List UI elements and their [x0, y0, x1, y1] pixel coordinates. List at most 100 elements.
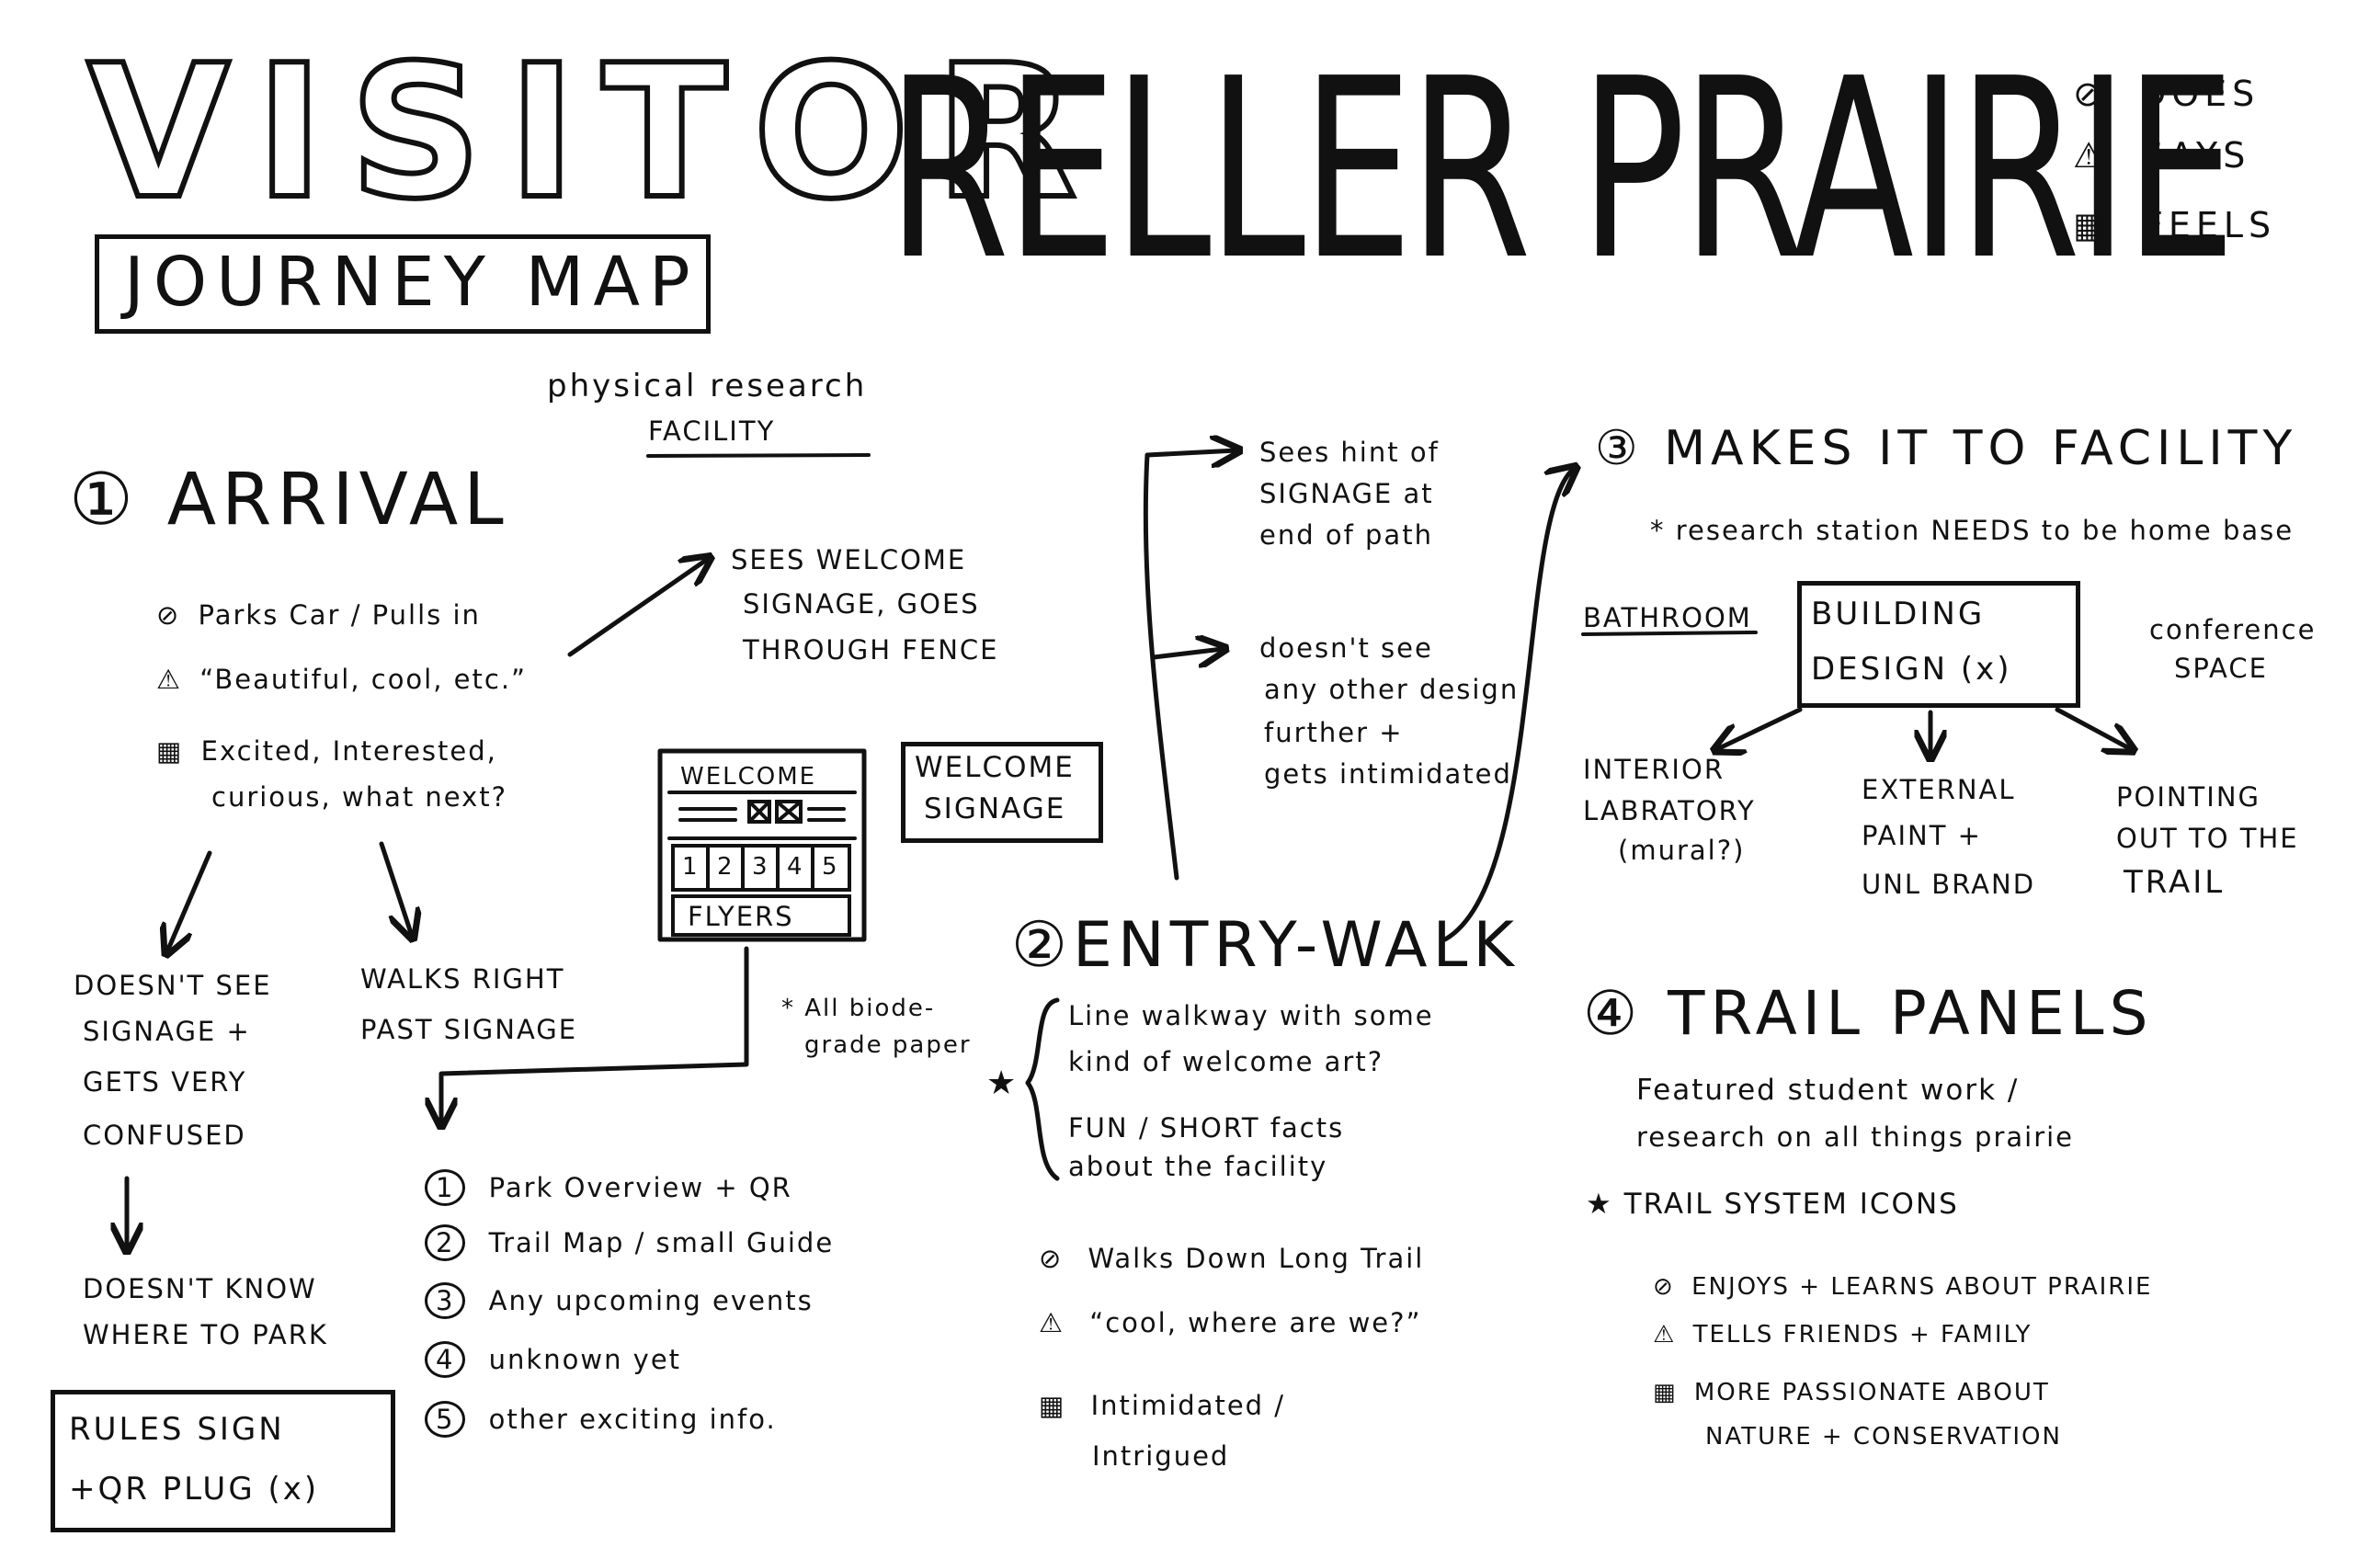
- doesnt-see-line1: DOESN'T SEE: [74, 970, 272, 1001]
- flyer-number-2: 2: [425, 1224, 466, 1261]
- welcome-signage-line2: SIGNAGE: [924, 792, 1066, 825]
- sees-welcome-line2: SIGNAGE, GOES: [743, 588, 980, 620]
- arrival-feels: ▦ Excited, Interested,: [156, 735, 497, 767]
- hint-line2: SIGNAGE at: [1259, 478, 1434, 509]
- featured-line1: Featured student work /: [1636, 1074, 2020, 1107]
- entry-feels-line1: Intimidated /: [1090, 1390, 1286, 1421]
- legend-feels-label: FEELS: [2143, 205, 2277, 245]
- arrow-to-doesnt-see: [167, 850, 212, 951]
- walks-past-line1: WALKS RIGHT: [360, 963, 565, 995]
- bathroom-underline: [1581, 631, 1758, 636]
- pointing-line2: OUT TO THE: [2116, 823, 2299, 854]
- paper-note-line1: * All biode-: [781, 995, 936, 1022]
- pointing-line3: TRAIL: [2124, 864, 2226, 901]
- legend-does: ⊘ DOES: [2073, 74, 2260, 114]
- signage-sketch-lines: [678, 807, 846, 822]
- arrow-to-no-design: [1151, 649, 1223, 657]
- entry-does: ⊘ Walks Down Long Trail: [1039, 1243, 1424, 1274]
- physical-research-note: physical research: [547, 368, 868, 404]
- arrow-to-interior: [1717, 707, 1803, 749]
- pointing-line1: POINTING: [2116, 781, 2260, 813]
- entry-does-text: Walks Down Long Trail: [1088, 1243, 1425, 1274]
- signage-sketch-frame: [657, 748, 867, 942]
- rules-sign-line2: +QR PLUG (x): [69, 1471, 320, 1508]
- arrival-says-text: “Beautiful, cool, etc.”: [199, 664, 528, 695]
- does-icon: ⊘: [1039, 1243, 1064, 1274]
- flyer-number-3: 3: [425, 1282, 466, 1319]
- doesnt-see-line2: SIGNAGE +: [83, 1016, 251, 1047]
- building-design-box: [1797, 581, 2080, 708]
- sketch-number-4: 4: [787, 853, 804, 881]
- no-design-line3: further +: [1264, 717, 1404, 748]
- doesnt-know-line2: WHERE TO PARK: [83, 1319, 328, 1350]
- says-icon: ⚠: [1039, 1307, 1065, 1338]
- hint-line3: end of path: [1259, 519, 1433, 551]
- exterior-line2: PAINT +: [1862, 820, 1982, 851]
- legend-says-label: SAYS: [2141, 135, 2251, 176]
- arrow-to-sees-welcome: [567, 559, 708, 657]
- entry-walk-title: ②ENTRY-WALK: [1011, 909, 1520, 982]
- flyer-item-1: 1 Park Overview + QR: [425, 1169, 792, 1206]
- star-icon: ★: [986, 1064, 1017, 1102]
- trail-says-text: TELLS FRIENDS + FAMILY: [1692, 1321, 2033, 1348]
- no-design-line4: gets intimidated: [1264, 758, 1512, 790]
- conference-line1: conference: [2149, 614, 2317, 645]
- trail-feels: ▦ MORE PASSIONATE ABOUT: [1653, 1379, 2050, 1406]
- arrow-flyers-to-list: [441, 946, 749, 1123]
- flyer-number-5: 5: [425, 1401, 466, 1438]
- does-icon: ⊘: [1653, 1273, 1675, 1301]
- says-icon: ⚠: [2073, 135, 2111, 176]
- feels-icon: ▦: [2073, 205, 2112, 245]
- visitor-title: VISITOR: [85, 26, 1103, 240]
- trail-feels-line2: NATURE + CONSERVATION: [1705, 1423, 2062, 1451]
- flyer-item-3-text: Any upcoming events: [488, 1285, 814, 1316]
- flyer-item-2: 2 Trail Map / small Guide: [425, 1224, 835, 1261]
- sees-welcome-line1: SEES WELCOME: [731, 544, 967, 575]
- building-line1: BUILDING: [1811, 596, 1986, 632]
- legend-feels: ▦ FEELS: [2073, 205, 2276, 245]
- arrow-to-pointing: [2055, 707, 2131, 749]
- arrival-title: ① ARRIVAL: [69, 459, 509, 541]
- sketch-number-3: 3: [752, 853, 769, 881]
- sketch-flyers-label: FLYERS: [688, 901, 794, 932]
- arrival-does-text: Parks Car / Pulls in: [198, 599, 481, 631]
- journey-map-title: JOURNEY MAP: [124, 243, 700, 322]
- feels-icon: ▦: [1039, 1390, 1066, 1421]
- sketch-welcome-header: WELCOME: [680, 763, 817, 791]
- facility-note: * research station NEEDS to be home base: [1650, 515, 2295, 546]
- flyer-item-4-text: unknown yet: [488, 1344, 682, 1375]
- legend-says: ⚠ SAYS: [2073, 135, 2250, 176]
- trail-panels-title: ④ TRAIL PANELS: [1583, 978, 2154, 1049]
- trail-says: ⚠ TELLS FRIENDS + FAMILY: [1653, 1321, 2032, 1348]
- trail-feels-line1: MORE PASSIONATE ABOUT: [1693, 1379, 2050, 1406]
- interior-line2: LABRATORY: [1583, 795, 1756, 826]
- signage-sketch-qr-2: [775, 800, 803, 824]
- arrival-does: ⊘ Parks Car / Pulls in: [156, 599, 481, 631]
- feels-icon: ▦: [156, 735, 184, 767]
- ideas-brace: [1025, 997, 1060, 1181]
- exterior-line1: EXTERNAL: [1862, 774, 2016, 805]
- no-design-line2: any other design: [1264, 674, 1520, 705]
- says-icon: ⚠: [156, 664, 182, 695]
- entry-stem: [1143, 452, 1179, 881]
- flyer-item-2-text: Trail Map / small Guide: [488, 1227, 835, 1258]
- trail-does: ⊘ ENJOYS + LEARNS ABOUT PRAIRIE: [1653, 1273, 2152, 1301]
- sketch-number-2: 2: [717, 853, 734, 881]
- doesnt-see-line4: CONFUSED: [83, 1120, 246, 1151]
- sketch-number-5: 5: [822, 853, 839, 881]
- arrow-to-facility: [1442, 469, 1574, 942]
- sees-welcome-line3: THROUGH FENCE: [743, 634, 999, 666]
- featured-line2: research on all things prairie: [1636, 1121, 2075, 1153]
- arrival-feels-line1: Excited, Interested,: [200, 735, 497, 767]
- facility-underline: [646, 453, 871, 458]
- legend-does-label: DOES: [2138, 74, 2260, 114]
- exterior-line3: UNL BRAND: [1862, 869, 2036, 900]
- sketch-number-1: 1: [682, 853, 700, 881]
- paper-note-line2: grade paper: [804, 1031, 972, 1059]
- walks-past-line2: PAST SIGNAGE: [360, 1014, 578, 1045]
- interior-line1: INTERIOR: [1583, 754, 1725, 785]
- idea-line3: FUN / SHORT facts: [1068, 1112, 1345, 1144]
- flyer-item-1-text: Park Overview + QR: [488, 1172, 792, 1203]
- flyer-item-4: 4 unknown yet: [425, 1341, 682, 1378]
